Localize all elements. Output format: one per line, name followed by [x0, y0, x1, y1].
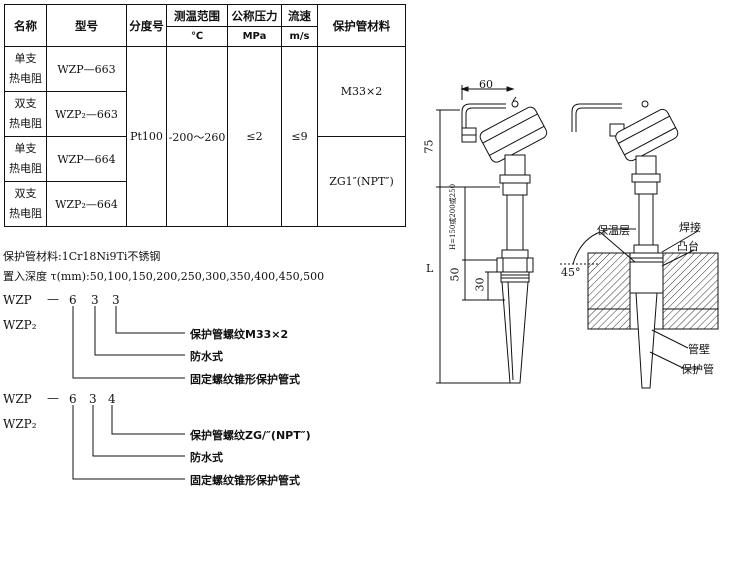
row-name: 单支 热电阻: [4, 46, 47, 92]
row-model: WZP₂—664: [46, 181, 127, 227]
code2-digit2: 3: [89, 392, 97, 406]
row-name-line1: 单支: [14, 142, 37, 155]
code1-desc-type: 固定螺纹锥形保护管式: [190, 373, 300, 386]
code1-digit1: 6: [69, 293, 77, 307]
dim-h-label: H=150或200或250: [449, 183, 458, 251]
code2-digit1: 6: [69, 392, 77, 406]
row-name: 双支 热电阻: [4, 181, 47, 227]
code1-digit3: 3: [112, 293, 120, 307]
cell-flow: ≤9: [281, 46, 318, 227]
row-name-line1: 双支: [14, 187, 37, 200]
col-header-model: 型号: [46, 4, 127, 47]
dim-30-label: 30: [473, 277, 487, 292]
row-name: 单支 热电阻: [4, 136, 47, 182]
table-row: 双支 热电阻 WZP₂—664: [4, 181, 406, 227]
label-protect-tube: 保护管: [681, 363, 714, 376]
cell-graduation: Pt100: [126, 46, 167, 227]
label-angle: 45°: [561, 266, 581, 279]
code2-desc-waterproof: 防水式: [190, 451, 223, 464]
table-row: 双支 热电阻 WZP₂—663: [4, 91, 406, 137]
table-row: 单支 热电阻 WZP—663 Pt100 -200～260 ≤2 ≤9 M33×…: [4, 46, 406, 227]
dim-l-label: L: [426, 262, 434, 275]
header-row: 名称 型号 分度号 测温范围 公称压力 流速 保护管材料: [4, 4, 406, 47]
row-name-line2: 热电阻: [9, 207, 42, 220]
code1-dash: —: [47, 292, 59, 306]
row-name: 双支 热电阻: [4, 91, 47, 137]
col-header-pressure: 公称压力: [227, 4, 282, 27]
label-weld: 焊接: [679, 221, 701, 234]
code2-digit3: 4: [108, 392, 116, 406]
depth-note: 置入深度 τ(mm):50,100,150,200,250,300,350,40…: [3, 270, 325, 283]
row-model: WZP₂—663: [46, 91, 127, 137]
row-model: WZP—663: [46, 46, 127, 92]
code2-desc-thread: 保护管螺纹ZG/″(NPT″): [190, 429, 311, 442]
unit-flow: m/s: [281, 26, 318, 47]
cell-material-663: M33×2: [317, 46, 406, 137]
code1-desc-waterproof: 防水式: [190, 350, 223, 363]
code2-prefix-2: WZP₂: [3, 417, 37, 431]
code2-desc-type: 固定螺纹锥形保护管式: [190, 474, 300, 487]
row-name-line2: 热电阻: [9, 162, 42, 175]
code1-digit2: 3: [91, 293, 99, 307]
dim-60-label: 60: [479, 78, 493, 91]
dim-75-label: 75: [422, 139, 436, 154]
code2-dash: —: [47, 391, 59, 405]
label-boss: 凸台: [677, 240, 699, 253]
code1-desc-thread: 保护管螺纹M33×2: [190, 328, 289, 341]
code1-prefix: WZP: [3, 293, 32, 307]
row-model: WZP—664: [46, 136, 127, 182]
right-installation-drawing: [560, 100, 719, 389]
material-note: 保护管材料:1Cr18Ni9Ti不锈钢: [3, 250, 161, 263]
cell-material-664: ZG1″(NPT″): [317, 136, 406, 227]
row-name-line1: 双支: [14, 97, 37, 110]
left-thermometer-drawing: [436, 85, 548, 384]
col-header-range: 测温范围: [166, 4, 228, 27]
row-name-line2: 热电阻: [9, 117, 42, 130]
label-pipe-wall: 管壁: [688, 343, 710, 356]
dim-50-label: 50: [448, 267, 462, 282]
table-row: 单支 热电阻 WZP—664 ZG1″(NPT″): [4, 136, 406, 227]
label-insulation: 保温层: [597, 224, 630, 237]
col-header-name: 名称: [4, 4, 47, 47]
col-header-flow: 流速: [281, 4, 318, 27]
cell-pressure: ≤2: [227, 46, 282, 227]
code2-prefix: WZP: [3, 392, 32, 406]
col-header-material: 保护管材料: [317, 4, 406, 47]
row-name-line2: 热电阻: [9, 72, 42, 85]
code1-prefix-2: WZP₂: [3, 318, 37, 332]
row-name-line1: 单支: [14, 52, 37, 65]
spec-table: 名称 型号 分度号 测温范围 公称压力 流速 保护管材料 ℃ MPa m/s 单…: [4, 4, 406, 227]
